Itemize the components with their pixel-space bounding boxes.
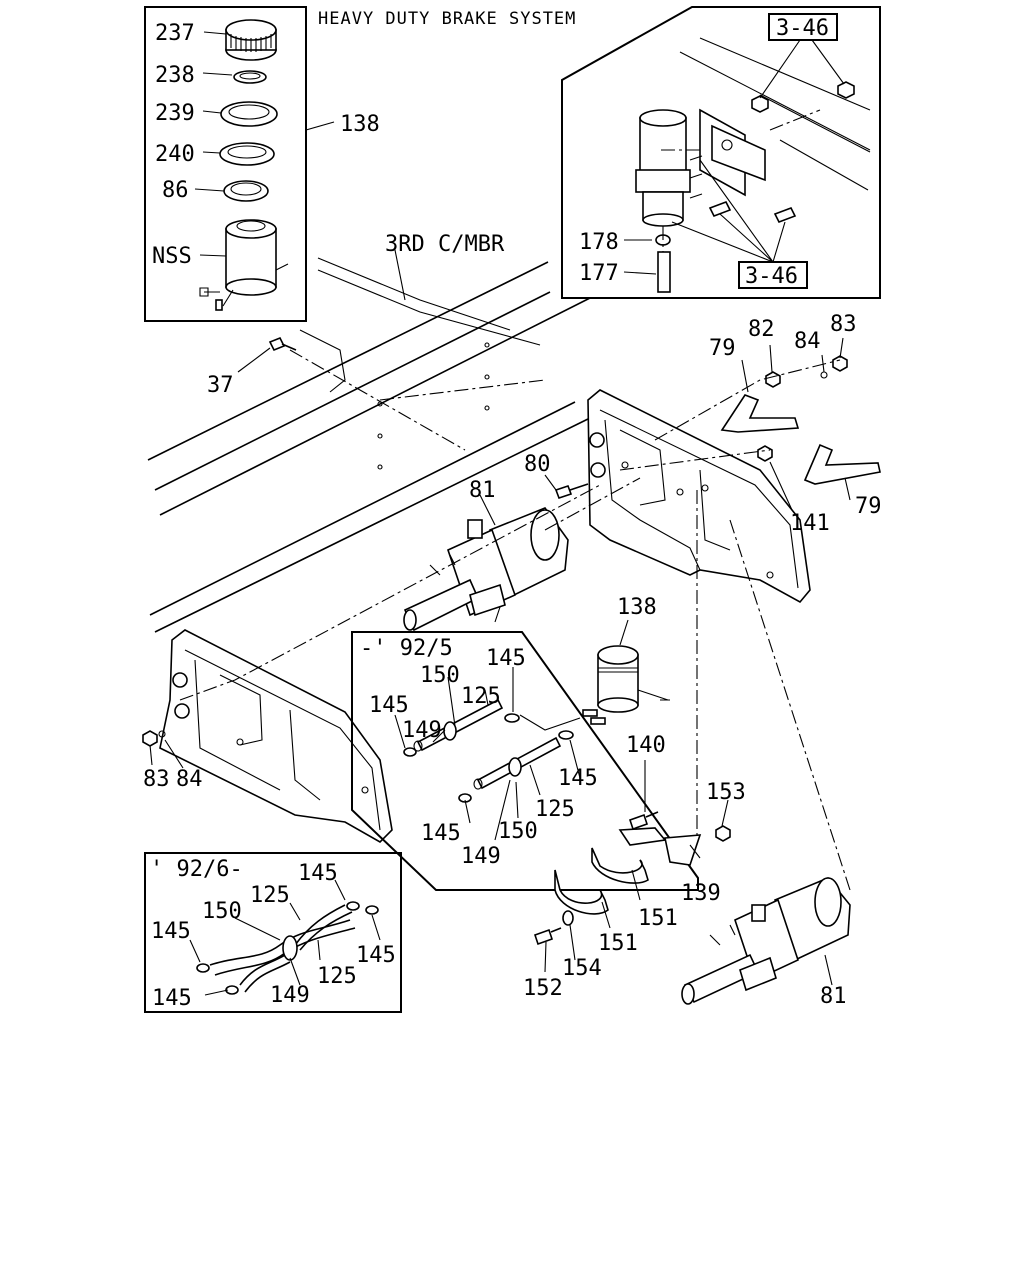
label-3rd-crossmember: 3RD C/MBR [385, 232, 505, 257]
label-240: 240 [155, 142, 195, 167]
label-141: 141 [790, 511, 830, 536]
label-149-late: 149 [270, 983, 310, 1008]
late-version-inset: ' 92/6- 145 125 150 145 145 125 145 149 [144, 852, 402, 1013]
late-period-label: ' 92/6- [150, 857, 243, 882]
bracket-79-upper-part [720, 394, 800, 433]
strainer-240-part [219, 142, 275, 166]
ref-box-top [768, 13, 838, 41]
label-149-early-b: 149 [461, 844, 501, 869]
label-145-late-d: 145 [152, 986, 192, 1011]
hose-upper-part [413, 698, 504, 752]
mount-inset: 3-46 3-46 178 177 [561, 6, 881, 299]
label-150-early-b: 150 [498, 819, 538, 844]
label-151-left: 151 [598, 931, 638, 956]
label-150-early-a: 150 [420, 663, 460, 688]
bolt-37-part [268, 336, 297, 352]
label-86: 86 [162, 178, 189, 203]
reservoir-inset: 237 238 239 240 86 NSS 138 [144, 6, 380, 322]
label-153: 153 [706, 780, 746, 805]
mount-inset-frame [561, 6, 881, 299]
early-version-inset: -' 92/5 145 150 125 [351, 631, 699, 891]
diagram-title: HEAVY DUTY BRAKE SYSTEM [318, 9, 576, 29]
left-crossmember-bracket [159, 629, 393, 843]
bracket-79-lower-part [803, 443, 881, 485]
label-81-upper: 81 [469, 478, 496, 503]
label-145-early-b: 145 [486, 646, 526, 671]
label-138-small: 138 [617, 595, 657, 620]
early-version-frame [351, 631, 699, 891]
frame-rails: 3RD C/MBR [147, 232, 591, 633]
label-237: 237 [155, 21, 195, 46]
label-83-upper: 83 [830, 312, 857, 337]
label-140: 140 [626, 733, 666, 758]
label-79-lower: 79 [855, 494, 882, 519]
label-138-reservoir: 138 [340, 112, 380, 137]
label-177: 177 [579, 261, 619, 286]
label-37: 37 [207, 373, 234, 398]
hose-lower-part [473, 736, 562, 790]
label-178: 178 [579, 230, 619, 255]
late-version-frame [144, 852, 402, 1013]
gasket-239-part [220, 101, 278, 127]
seal-86-part [223, 180, 269, 202]
label-125-early-b: 125 [535, 797, 575, 822]
label-84-lower: 84 [176, 767, 203, 792]
label-145-early-a: 145 [369, 693, 409, 718]
nut-part [837, 81, 855, 99]
cap-237-part [225, 19, 277, 61]
label-125-early-a: 125 [461, 684, 501, 709]
label-149-early-a: 149 [402, 718, 442, 743]
label-82: 82 [748, 317, 775, 342]
label-145-early-d: 145 [421, 821, 461, 846]
label-150-late: 150 [202, 899, 242, 924]
nut-part [751, 95, 769, 113]
label-151-right: 151 [638, 906, 678, 931]
label-125-late-b: 125 [317, 964, 357, 989]
label-79-upper: 79 [709, 336, 736, 361]
y-hose-part [209, 904, 356, 993]
ref-3-46-top: 3-46 [776, 16, 829, 41]
nut-153-part [715, 825, 731, 842]
booster-81-lower-part [681, 877, 851, 1005]
label-83-lower: 83 [143, 767, 170, 792]
label-145-late-a: 145 [151, 919, 191, 944]
ref-3-46-bottom: 3-46 [745, 264, 798, 289]
booster-81-upper-part [403, 507, 569, 632]
strap-151-part [554, 827, 702, 915]
label-239: 239 [155, 101, 195, 126]
label-125-late-a: 125 [250, 883, 290, 908]
mount-cylinder-part [635, 109, 703, 227]
reservoir-138-part [582, 645, 670, 725]
reservoir-body-part [199, 219, 289, 311]
label-80: 80 [524, 452, 551, 477]
label-145-early-c: 145 [558, 766, 598, 791]
label-84-upper: 84 [794, 329, 821, 354]
label-139: 139 [681, 881, 721, 906]
label-nss: NSS [152, 244, 192, 269]
label-81-lower: 81 [820, 984, 847, 1009]
label-238: 238 [155, 63, 195, 88]
right-crossmember-bracket [587, 389, 811, 604]
label-152: 152 [523, 976, 563, 1001]
label-154: 154 [562, 956, 602, 981]
reservoir-inset-frame [144, 6, 307, 322]
early-period-label: -' 92/5 [360, 636, 453, 661]
label-145-late-c: 145 [356, 943, 396, 968]
label-145-late-b: 145 [298, 861, 338, 886]
